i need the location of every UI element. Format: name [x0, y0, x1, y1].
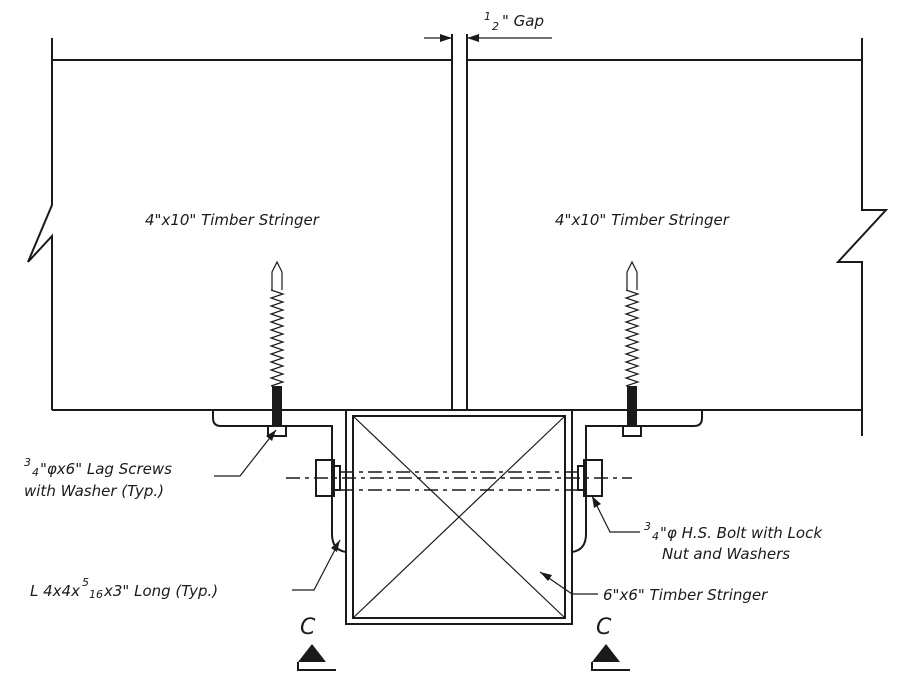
left-stringer	[27, 34, 453, 411]
right-lag-screw	[622, 260, 642, 437]
lag-screws-label: "φx6" Lag Screws	[40, 460, 172, 478]
lag-screws-label-line2: with Washer (Typ.)	[24, 482, 164, 500]
hs-bolt-label-line2: Nut and Washers	[662, 545, 790, 563]
left-clip-angle	[212, 410, 347, 554]
gap-label-num: 1	[484, 10, 491, 23]
hs-bolt	[286, 459, 632, 497]
section-marker-right: C	[591, 615, 630, 671]
lag-screws-label-num: 3	[24, 456, 31, 469]
gap-label-den: 2	[492, 20, 499, 33]
leader-lines	[214, 429, 640, 595]
right-stringer	[466, 34, 889, 436]
gap-dimension	[424, 34, 552, 42]
gap-label: " Gap	[502, 12, 544, 30]
post-label: 6"x6" Timber Stringer	[603, 586, 768, 604]
section-marker-left: C	[297, 615, 336, 671]
svg-text:C: C	[596, 615, 612, 640]
angle-label-den: 16	[89, 588, 103, 601]
hs-bolt-label: "φ H.S. Bolt with Lock	[660, 524, 823, 542]
left-stringer-label: 4"x10" Timber Stringer	[145, 211, 320, 229]
hs-bolt-label-num: 3	[644, 520, 651, 533]
angle-label-num: 5	[82, 576, 89, 589]
hs-bolt-label-den: 4	[652, 530, 659, 543]
angle-label-suffix: x3" Long (Typ.)	[103, 582, 218, 600]
angle-label-prefix: L 4x4x	[30, 582, 80, 600]
lag-screws-label-den: 4	[32, 466, 39, 479]
right-stringer-label: 4"x10" Timber Stringer	[555, 211, 730, 229]
left-lag-screw	[267, 260, 287, 437]
right-clip-angle	[571, 410, 703, 554]
post-6x6	[345, 409, 573, 625]
svg-text:C: C	[300, 615, 316, 640]
